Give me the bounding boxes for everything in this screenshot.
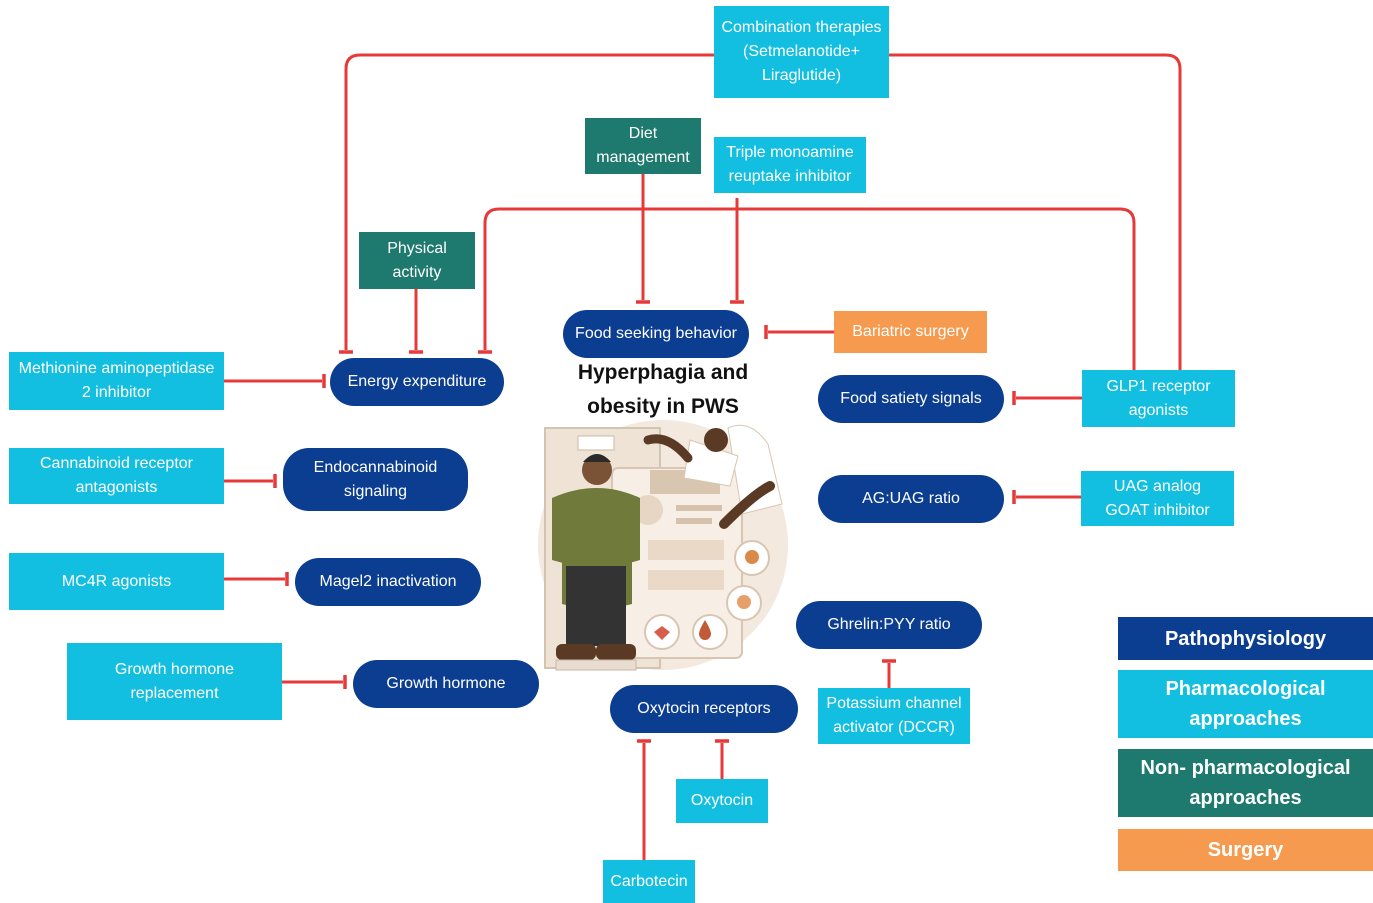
node-food-satiety-signals: Food satiety signals bbox=[818, 375, 1004, 423]
link-combination-glp1 bbox=[889, 53, 1182, 370]
node-methionine-aminopeptidase-inhibitor: Methionine aminopeptidase 2 inhibitor bbox=[9, 352, 224, 410]
node-oxytocin-receptors: Oxytocin receptors bbox=[610, 685, 798, 733]
node-carbotecin: Carbotecin bbox=[603, 860, 695, 903]
legend-non-pharmacological-approaches: Non- pharmacological approaches bbox=[1118, 749, 1373, 817]
node-ghrelin-pyy-ratio: Ghrelin:PYY ratio bbox=[796, 601, 982, 649]
link-combination-energy bbox=[344, 53, 714, 350]
node-magel2-inactivation: Magel2 inactivation bbox=[295, 558, 481, 606]
patient-illustration bbox=[538, 420, 788, 671]
node-combination-therapies: Combination therapies (Setmelanotide+ Li… bbox=[714, 6, 889, 98]
node-triple-monoamine-reuptake-inhibitor: Triple monoamine reuptake inhibitor bbox=[714, 137, 866, 193]
node-cannabinoid-receptor-antagonists: Cannabinoid receptor antagonists bbox=[9, 448, 224, 504]
node-diet-management: Diet management bbox=[585, 118, 701, 174]
node-food-seeking-behavior: Food seeking behavior bbox=[563, 310, 749, 358]
node-glp1-receptor-agonists: GLP1 receptor agonists bbox=[1082, 370, 1235, 427]
node-oxytocin: Oxytocin bbox=[676, 779, 768, 823]
node-bariatric-surgery: Bariatric surgery bbox=[834, 311, 987, 353]
node-potassium-channel-activator: Potassium channel activator (DCCR) bbox=[818, 688, 970, 744]
diagram-title: Hyperphagia and obesity in PWS bbox=[577, 361, 749, 418]
legend-surgery: Surgery bbox=[1118, 829, 1373, 871]
legend-pathophysiology: Pathophysiology bbox=[1118, 617, 1373, 660]
legend-pharmacological-approaches: Pharmacological approaches bbox=[1118, 670, 1373, 738]
node-growth-hormone: Growth hormone bbox=[353, 660, 539, 708]
node-endocannabinoid-signaling: Endocannabinoid signaling bbox=[283, 448, 468, 511]
node-ag-uag-ratio: AG:UAG ratio bbox=[818, 475, 1004, 523]
link-glp1-energy bbox=[483, 207, 1136, 370]
node-mc4r-agonists: MC4R agonists bbox=[9, 553, 224, 610]
inhibition-links bbox=[224, 53, 1182, 860]
node-energy-expenditure: Energy expenditure bbox=[330, 358, 504, 406]
node-physical-activity: Physical activity bbox=[359, 232, 475, 289]
node-growth-hormone-replacement: Growth hormone replacement bbox=[67, 643, 282, 720]
node-uag-analog-goat-inhibitor: UAG analog GOAT inhibitor bbox=[1081, 471, 1234, 526]
